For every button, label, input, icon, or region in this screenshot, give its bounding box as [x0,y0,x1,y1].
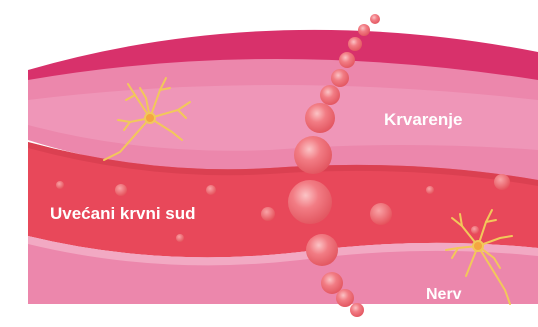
bleed-bead [288,180,332,224]
bleed-bead [339,52,355,68]
bleed-bead [370,14,380,24]
label-nerve: Nerv [426,286,462,304]
bleed-bead [358,24,370,36]
blood-cell [370,203,392,225]
label-bleeding: Krvarenje [384,110,462,130]
blood-cell [426,186,434,194]
bleed-bead [320,85,340,105]
blood-cell [471,226,479,234]
blood-cell [115,184,127,196]
bleed-bead [305,103,335,133]
label-enlarged-vessel: Uvećani krvni sud [50,204,196,224]
bleed-bead [336,289,354,307]
bleed-bead [294,136,332,174]
blood-cell [261,207,275,221]
bleed-bead [321,272,343,294]
bleed-bead [306,234,338,266]
blood-cell [176,234,184,242]
blood-cell [494,174,510,190]
bleed-bead [331,69,349,87]
blood-cell [56,181,64,189]
bleed-bead [348,37,362,51]
blood-cell [206,185,216,195]
bleed-bead [350,303,364,317]
